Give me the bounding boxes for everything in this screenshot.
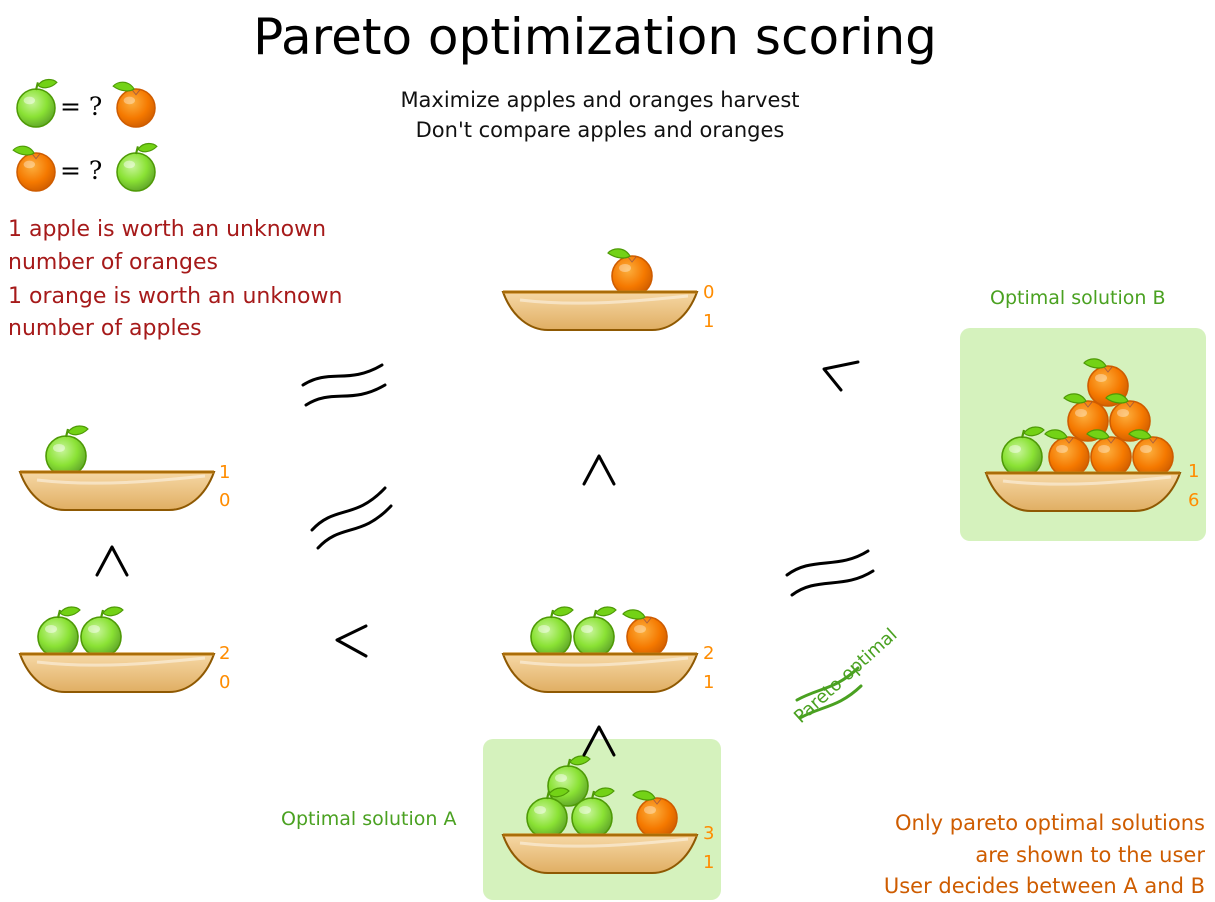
solution-a-oranges: 1 [703,852,715,873]
pareto-approx-icon [795,666,863,720]
top-basket-apples: 0 [703,282,715,303]
note-red-line-4: number of apples [8,316,202,341]
solution-b-apples: 1 [1188,461,1200,482]
basket-left-two [18,605,216,694]
left-one-basket-oranges: 0 [219,490,231,511]
left-two-basket-oranges: 0 [219,672,231,693]
legend-orange-icon-1 [112,81,156,128]
note-red-line-1: 1 apple is worth an unknown [8,217,327,242]
solution-a-apples: 3 [703,823,715,844]
note-orange-line-1: Only pareto optimal solutions [894,811,1205,835]
basket-middle [501,605,699,694]
basket-top [501,248,699,332]
middle-basket-apples: 2 [703,643,715,664]
legend-equation-1: = ? [60,92,103,121]
less-than-icon-middle [335,624,368,658]
solution-a-label: Optimal solution A [281,808,457,830]
left-one-basket-apples: 1 [219,462,231,483]
note-orange-line-3: User decides between A and B [883,874,1205,898]
middle-basket-oranges: 1 [703,672,715,693]
subtitle-line-1: Maximize apples and oranges harvest [400,88,800,112]
page-title: Pareto optimization scoring [253,8,937,66]
top-basket-oranges: 1 [703,311,715,332]
legend-orange-icon-2 [12,145,56,192]
subtitle-line-2: Don't compare apples and oranges [415,118,785,142]
solution-b-label: Optimal solution B [990,287,1166,309]
note-orange-line-2: are shown to the user [975,843,1205,867]
greater-than-icon-left [95,545,129,577]
legend-apple-icon-2 [115,142,158,193]
less-than-icon-right [822,360,860,392]
solution-b-oranges: 6 [1188,490,1200,511]
greater-than-icon-bottom [582,725,616,757]
left-two-basket-apples: 2 [219,643,231,664]
approx-icon-3 [785,549,875,597]
legend-apple-icon-1 [15,78,58,129]
greater-than-icon-top [582,454,616,486]
approx-icon-2 [310,486,393,550]
basket-solution-a [501,754,699,875]
legend-equation-2: = ? [60,156,103,185]
note-red-line-3: 1 orange is worth an unknown [8,284,343,309]
basket-solution-b [984,358,1182,513]
note-red-line-2: number of oranges [8,250,218,275]
approx-icon-1 [301,363,387,407]
basket-left-one [18,424,216,512]
